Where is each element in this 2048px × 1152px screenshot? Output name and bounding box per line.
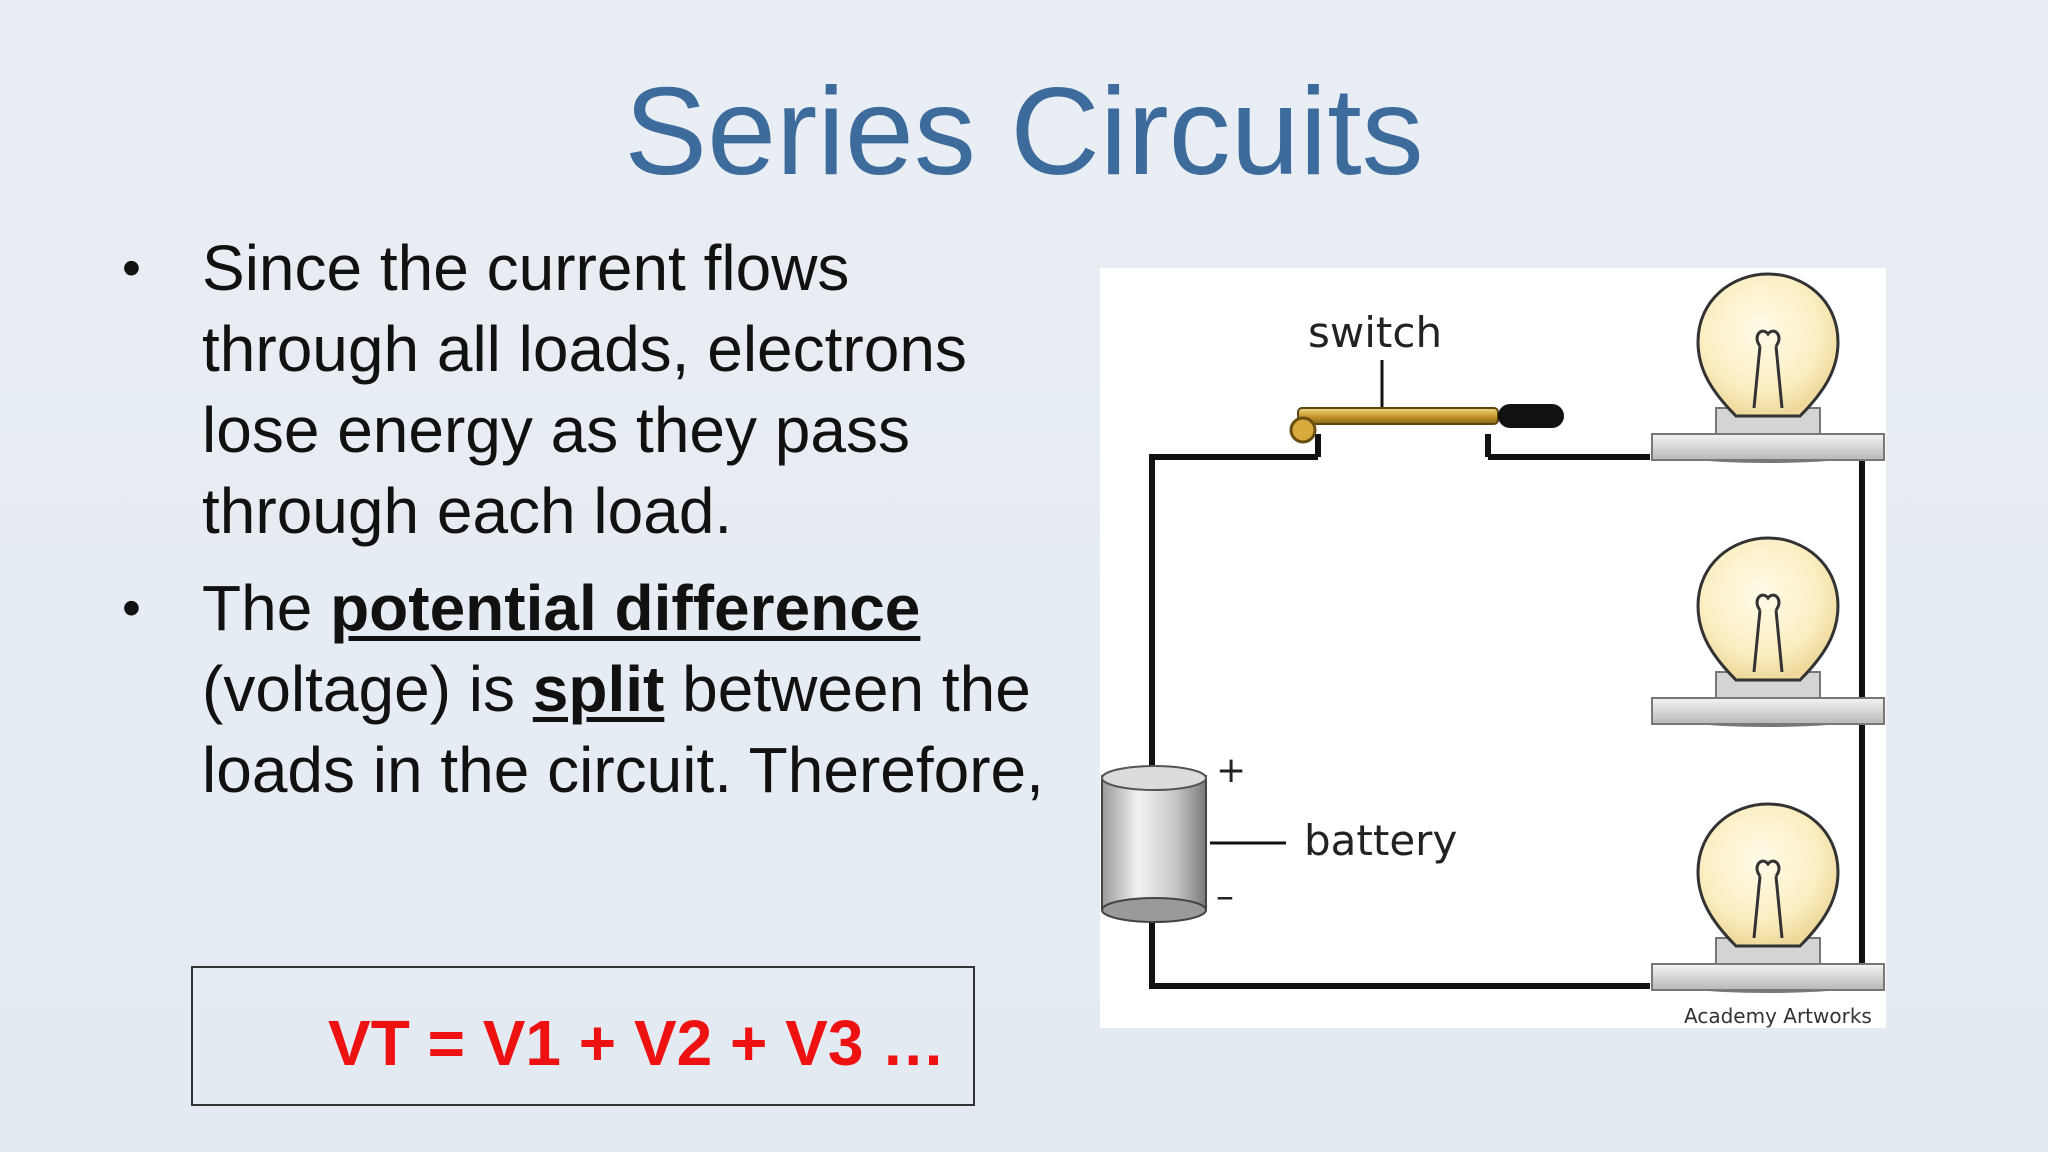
battery-plus-label: +: [1216, 750, 1247, 791]
battery-icon: [1101, 765, 1207, 923]
light-bulb-icon-1: [1651, 272, 1885, 463]
bullet-text-part: (voltage) is: [202, 653, 533, 725]
bullet-list: • Since the current flows through all lo…: [112, 228, 1052, 827]
slide-title: Series Circuits: [624, 63, 1424, 201]
bullet-marker: •: [122, 578, 141, 638]
battery-minus-label: –: [1216, 876, 1234, 917]
bullet-text: Since the current flows through all load…: [202, 232, 967, 547]
bullet-item-potential-difference: • The potential difference (voltage) is …: [112, 568, 1052, 811]
equation-box: VT = V1 + V2 + V3 …: [191, 966, 975, 1106]
series-circuit-diagram: switch battery + – Academy Artworks: [1100, 268, 1886, 1028]
bullet-text-part: between the loads in the circuit. Theref…: [202, 653, 1044, 806]
image-credit: Academy Artworks: [1684, 1004, 1872, 1028]
wire-bottom: [1149, 904, 1650, 989]
battery-label: battery: [1304, 816, 1458, 865]
bullet-marker: •: [122, 238, 141, 298]
switch-label: switch: [1308, 308, 1443, 357]
switch-icon: [1289, 404, 1564, 444]
light-bulb-icon-2: [1651, 536, 1885, 727]
light-bulb-icon-3: [1651, 802, 1885, 993]
bullet-text-part: The: [202, 572, 331, 644]
wire-top-left: [1149, 454, 1318, 770]
emphasis-potential-difference: potential difference: [330, 572, 921, 644]
bullet-item-current-flow: • Since the current flows through all lo…: [112, 228, 1052, 552]
emphasis-split: split: [532, 653, 665, 725]
voltage-equation: VT = V1 + V2 + V3 …: [328, 1007, 946, 1079]
circuit-drawing: [1101, 272, 1885, 993]
